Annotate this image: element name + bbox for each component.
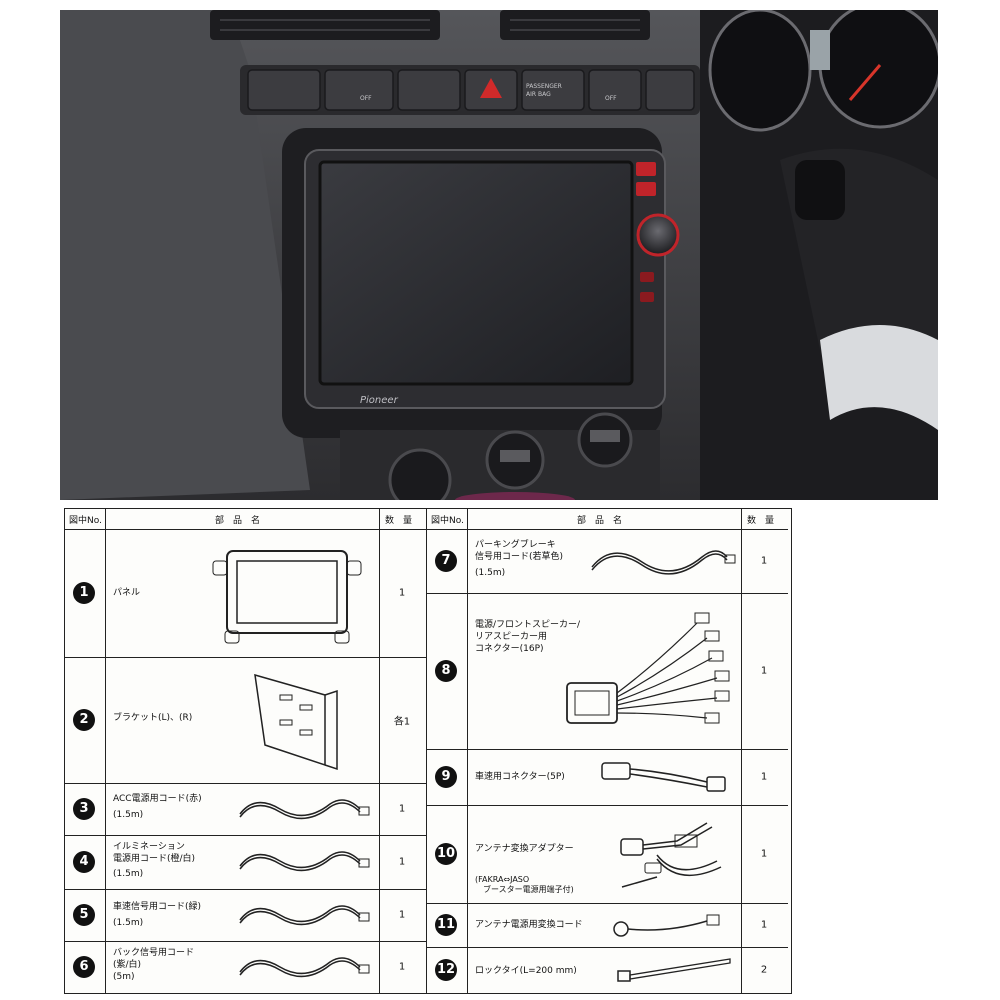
header-name: 部 品 名 — [215, 516, 261, 526]
table-row: 6 バック信号用コード(紫/白)(5m) 1 — [65, 941, 426, 993]
item-qty: 1 — [760, 919, 768, 931]
connector-harness-drawing — [566, 612, 730, 724]
item-name: アンテナ変換アダプター — [475, 844, 574, 854]
table-row: 4 イルミネーション電源用コード(橙/白)(1.5m) 1 — [65, 835, 426, 890]
item-number: 4 — [73, 851, 95, 873]
item-number: 7 — [435, 550, 457, 572]
item-number: 12 — [435, 959, 457, 981]
table-row: 5 車速信号用コード(緑)(1.5m) 1 — [65, 889, 426, 942]
header-qty: 数 量 — [747, 516, 775, 526]
item-name: ロックタイ(L=200 mm) — [475, 966, 577, 976]
table-header: 図中No. 部 品 名 数 量 — [65, 509, 426, 530]
item-name: パーキングブレーキ信号用コード(若草色)(1.5m) — [475, 540, 564, 578]
table-row: 12 ロックタイ(L=200 mm) 2 — [427, 947, 788, 993]
pioneer-logo: Pioneer — [360, 395, 399, 406]
item-name: 車速信号用コード(緑)(1.5m) — [113, 902, 202, 928]
item-name: パネル — [113, 588, 141, 598]
item-qty: 2 — [760, 964, 768, 976]
item-qty: 1 — [760, 555, 768, 567]
table-row: 3 ACC電源用コード(赤)(1.5m) 1 — [65, 783, 426, 836]
btn-label: OFF — [360, 95, 372, 102]
dashboard-illustration: OFF PASSENGER AIR BAG OFF Pioneer — [60, 10, 938, 500]
item-number: 6 — [73, 956, 95, 978]
parts-list-sheet: 図中No. 部 品 名 数 量 1 パネル 1 2 ブラケッ — [64, 508, 792, 994]
header-name: 部 品 名 — [577, 516, 623, 526]
item-number: 2 — [73, 709, 95, 731]
parts-column-left: 図中No. 部 品 名 数 量 1 パネル 1 2 ブラケッ — [65, 509, 427, 993]
item-qty: 1 — [760, 848, 768, 860]
table-row: 11 アンテナ電源用変換コード 1 — [427, 903, 788, 948]
item-qty: 1 — [398, 803, 406, 815]
item-qty: 1 — [398, 909, 406, 921]
parts-column-right: 図中No. 部 品 名 数 量 7 パーキングブレーキ信号用コード(若草色)(1… — [427, 509, 788, 993]
item-qty: 1 — [398, 961, 406, 973]
svg-text:AIR BAG: AIR BAG — [526, 91, 551, 98]
item-name: ブラケット(L)、(R) — [113, 713, 193, 723]
item-name: アンテナ電源用変換コード — [475, 920, 583, 930]
header-no: 図中No. — [431, 516, 464, 526]
cord-drawing — [591, 550, 736, 575]
item-name: 車速用コネクター(5P) — [475, 772, 565, 782]
item-qty: 1 — [760, 665, 768, 677]
item-number: 5 — [73, 904, 95, 926]
table-row: 8 電源/フロントスピーカー/リアスピーカー用コネクター(16P) — [427, 593, 788, 750]
item-qty: 各1 — [393, 716, 411, 728]
svg-text:PASSENGER: PASSENGER — [526, 83, 562, 90]
cord-drawing — [239, 905, 370, 926]
item-name: バック信号用コード(紫/白)(5m) — [113, 948, 195, 982]
item-number: 1 — [73, 582, 95, 604]
item-number: 10 — [435, 843, 457, 865]
cord-drawing — [613, 914, 720, 937]
item-qty: 1 — [760, 771, 768, 783]
table-row: 9 車速用コネクター(5P) 1 — [427, 749, 788, 806]
connector-drawing — [601, 762, 726, 792]
item-qty: 1 — [398, 587, 406, 599]
item-name: イルミネーション電源用コード(橙/白)(1.5m) — [113, 842, 196, 879]
table-row: 7 パーキングブレーキ信号用コード(若草色)(1.5m) 1 — [427, 529, 788, 594]
item-name: ACC電源用コード(赤)(1.5m) — [113, 794, 202, 820]
antenna-adapter-drawing — [620, 822, 722, 888]
cord-drawing — [239, 799, 370, 820]
item-name: 電源/フロントスピーカー/リアスピーカー用コネクター(16P) — [475, 620, 581, 654]
item-qty: 1 — [398, 856, 406, 868]
item-number: 3 — [73, 798, 95, 820]
panel-drawing — [212, 550, 362, 644]
item-number: 11 — [435, 914, 457, 936]
header-no: 図中No. — [69, 516, 102, 526]
cord-drawing — [239, 851, 370, 872]
item-number: 8 — [435, 660, 457, 682]
bracket-drawing — [254, 673, 338, 771]
lock-tie-drawing — [617, 958, 731, 982]
svg-text:OFF: OFF — [605, 95, 617, 102]
cord-drawing — [239, 957, 370, 978]
table-header: 図中No. 部 品 名 数 量 — [427, 509, 788, 530]
item-number: 9 — [435, 766, 457, 788]
table-row: 1 パネル 1 — [65, 529, 426, 658]
table-row: 2 ブラケット(L)、(R) 各1 — [65, 657, 426, 784]
car-dashboard-photo: OFF PASSENGER AIR BAG OFF Pioneer — [60, 10, 938, 500]
header-qty: 数 量 — [385, 516, 413, 526]
